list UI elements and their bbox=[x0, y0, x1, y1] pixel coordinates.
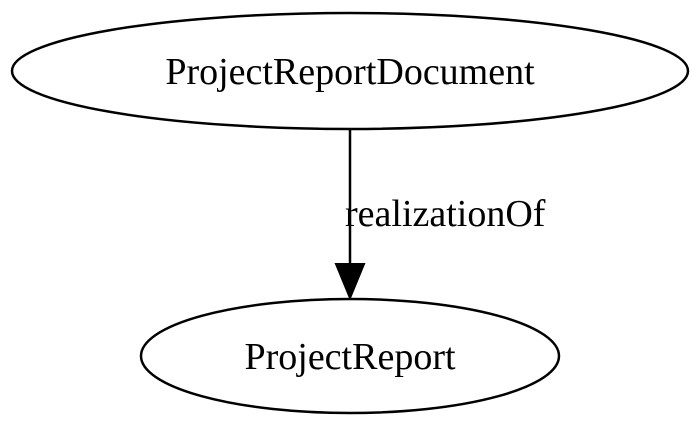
node-project-report-document: ProjectReportDocument bbox=[10, 11, 690, 131]
node-project-report-document-label: ProjectReportDocument bbox=[165, 51, 535, 93]
edge-realization-of-label: realizationOf bbox=[345, 193, 546, 235]
edge-realization-of: realizationOf bbox=[334, 129, 546, 301]
node-project-report-shape bbox=[139, 297, 561, 415]
node-project-report: ProjectReport bbox=[139, 297, 561, 415]
edge-realization-of-arrowhead bbox=[334, 263, 366, 301]
node-project-report-label: ProjectReport bbox=[244, 336, 456, 378]
